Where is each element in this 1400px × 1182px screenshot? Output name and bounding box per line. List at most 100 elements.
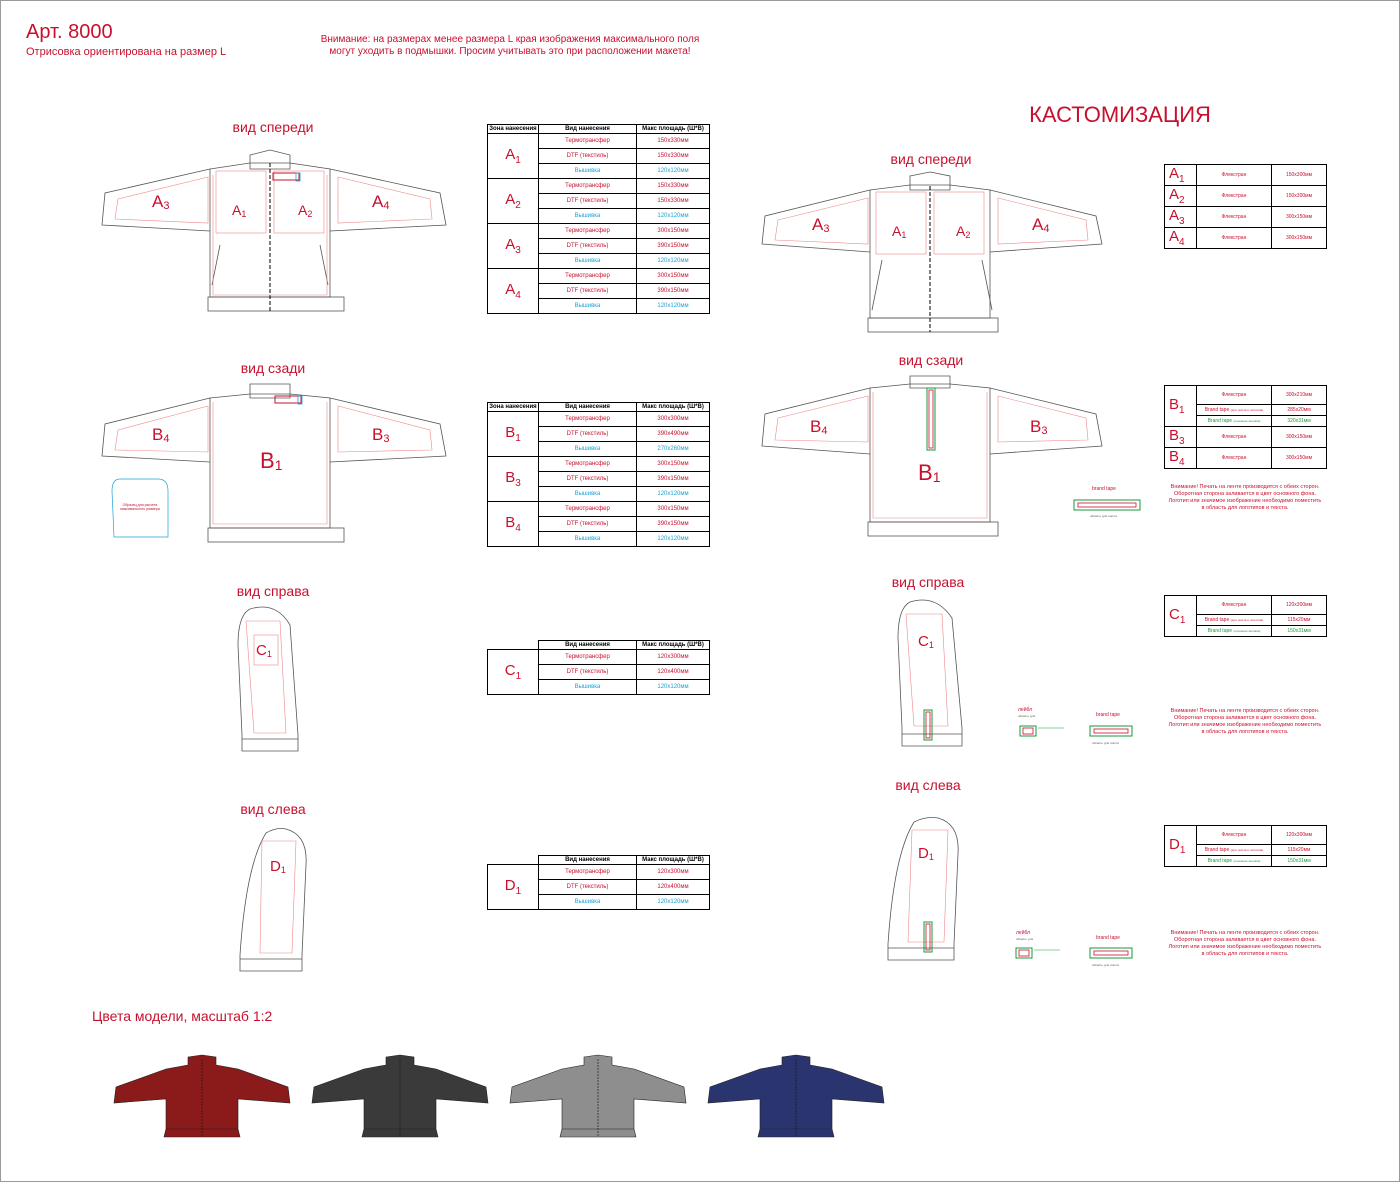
method-cell: Флекстран bbox=[1196, 385, 1272, 405]
notice-line: Внимание! Печать на ленте производится с… bbox=[1170, 708, 1320, 714]
method-cell: Флекстран bbox=[1196, 206, 1272, 228]
method-cell: Вышивка bbox=[538, 531, 637, 547]
area-cell: 120x300мм bbox=[1271, 595, 1327, 615]
notice-line: Логотип или значимое изображение необход… bbox=[1168, 944, 1322, 950]
method-cell: DTF (текстиль) bbox=[538, 516, 637, 532]
left-tape-title: brand tape bbox=[1096, 935, 1120, 941]
notice-line: Оборотная сторона заливается в цвет осно… bbox=[1174, 491, 1316, 497]
area-cell: 300x150мм bbox=[1271, 447, 1327, 469]
custom-zone-d1-label: D1 bbox=[918, 845, 934, 862]
zone-a3-label: A3 bbox=[152, 192, 169, 212]
method-cell: Brand tape (для текста и логотипа) bbox=[1196, 614, 1272, 626]
area-cell: 150x300мм bbox=[1271, 185, 1327, 207]
area-cell: 300x150мм bbox=[1271, 227, 1327, 249]
custom-view-label-back: вид сзади bbox=[898, 352, 964, 368]
custom-sleeve-right-drawing: C1 bbox=[897, 599, 963, 747]
size-warning: Внимание: на размерах менее размера L кр… bbox=[300, 34, 720, 58]
zone-b3-label: B3 bbox=[372, 425, 389, 445]
zone-a1-label: A1 bbox=[232, 202, 246, 219]
area-cell: 300x210мм bbox=[1271, 385, 1327, 405]
custom-view-label-left: вид слева bbox=[895, 777, 961, 793]
left-tape-diagram bbox=[1089, 947, 1133, 959]
right-label-title: лейбл bbox=[1018, 707, 1033, 713]
method-cell: DTF (текстиль) bbox=[538, 148, 637, 164]
area-cell: 390x150мм bbox=[636, 516, 710, 532]
area-cell: 120x120мм bbox=[636, 531, 710, 547]
area-cell: 390x150мм bbox=[636, 238, 710, 254]
method-cell: Вышивка bbox=[538, 894, 637, 910]
method-cell: DTF (текстиль) bbox=[538, 664, 637, 680]
right-label-diagram bbox=[1019, 725, 1064, 737]
custom-zone-a3-label: A3 bbox=[812, 215, 829, 235]
view-label-front: вид спереди bbox=[232, 119, 314, 135]
area-cell: 120x120мм bbox=[636, 208, 710, 224]
header-method: Вид нанесения bbox=[538, 402, 637, 412]
area-cell: 300x150мм bbox=[636, 223, 710, 239]
area-cell: 120x120мм bbox=[636, 163, 710, 179]
method-cell: Brand tape (основная заливка) bbox=[1196, 415, 1272, 427]
method-cell: Флекстран bbox=[1196, 426, 1272, 448]
zone-cell: A2 bbox=[1164, 185, 1197, 207]
method-cell: Вышивка bbox=[538, 486, 637, 502]
notice-back: Внимание! Печать на ленте производится с… bbox=[1160, 484, 1330, 512]
color-swatch-jacket bbox=[113, 1054, 291, 1138]
sleeve-right-drawing: C1 bbox=[237, 606, 299, 752]
colors-title: Цвета модели, масштаб 1:2 bbox=[92, 1008, 273, 1024]
header-method: Вид нанесения bbox=[538, 640, 637, 650]
jacket-back-drawing: B4 B1 B3 bbox=[101, 383, 447, 543]
area-cell: 120x400мм bbox=[636, 664, 710, 680]
method-cell: Вышивка bbox=[538, 441, 637, 457]
back-sample-shape bbox=[111, 478, 169, 538]
method-cell: DTF (текстиль) bbox=[538, 283, 637, 299]
notice-line: в область для логотипов и текста. bbox=[1201, 951, 1289, 957]
zone-cell: A3 bbox=[1164, 206, 1197, 228]
back-tape-diagram bbox=[1073, 499, 1141, 511]
area-cell: 150x31мм bbox=[1271, 855, 1327, 867]
left-label-diagram bbox=[1015, 947, 1060, 959]
method-cell: Термотрансфер bbox=[538, 456, 637, 472]
method-cell: Флекстран bbox=[1196, 185, 1272, 207]
area-cell: 150x330мм bbox=[636, 193, 710, 209]
method-cell: Флекстран bbox=[1196, 595, 1272, 615]
method-cell: Вышивка bbox=[538, 163, 637, 179]
method-cell: Вышивка bbox=[538, 253, 637, 269]
zone-cell: B4 bbox=[1164, 447, 1197, 469]
area-cell: 300x150мм bbox=[1271, 206, 1327, 228]
method-cell: Вышивка bbox=[538, 208, 637, 224]
notice-line: Оборотная сторона заливается в цвет осно… bbox=[1174, 937, 1316, 943]
header-blank bbox=[487, 640, 539, 650]
notice-line: Внимание! Печать на ленте производится с… bbox=[1170, 930, 1320, 936]
method-cell: DTF (текстиль) bbox=[538, 193, 637, 209]
custom-view-label-right: вид справа bbox=[891, 574, 965, 590]
jacket-front-drawing: A3 A1 A2 A4 bbox=[101, 149, 447, 312]
right-label-note: область для bbox=[1018, 714, 1036, 718]
zone-cell: A3 bbox=[487, 223, 539, 269]
method-cell: Термотрансфер bbox=[538, 649, 637, 665]
zone-cell: A2 bbox=[487, 178, 539, 224]
custom-zone-a1-label: A1 bbox=[892, 223, 906, 240]
area-cell: 390x150мм bbox=[636, 471, 710, 487]
custom-jacket-front-drawing: A3 A1 A2 A4 bbox=[761, 171, 1103, 333]
zone-cell: D1 bbox=[1164, 825, 1197, 867]
left-tape-note: область для текста bbox=[1092, 963, 1119, 967]
method-cell: Brand tape (для текста и логотипа) bbox=[1196, 404, 1272, 416]
area-cell: 150x31мм bbox=[1271, 625, 1327, 637]
back-tape-title: brand tape bbox=[1092, 486, 1116, 492]
method-cell: DTF (текстиль) bbox=[538, 426, 637, 442]
article-title: Арт. 8000 bbox=[26, 21, 113, 43]
custom-zone-a4-label: A4 bbox=[1032, 215, 1049, 235]
view-label-left: вид слева bbox=[240, 801, 306, 817]
right-tape-diagram bbox=[1089, 725, 1133, 737]
zone-a2-label: A2 bbox=[298, 202, 312, 219]
method-cell: Флекстран bbox=[1196, 164, 1272, 186]
view-label-right: вид справа bbox=[236, 583, 310, 599]
notice-line: в область для логотипов и текста. bbox=[1201, 729, 1289, 735]
color-swatch-jacket bbox=[707, 1054, 885, 1138]
sleeve-left-drawing: D1 bbox=[239, 828, 307, 972]
zone-cell: B3 bbox=[487, 456, 539, 502]
method-cell: DTF (текстиль) bbox=[538, 879, 637, 895]
